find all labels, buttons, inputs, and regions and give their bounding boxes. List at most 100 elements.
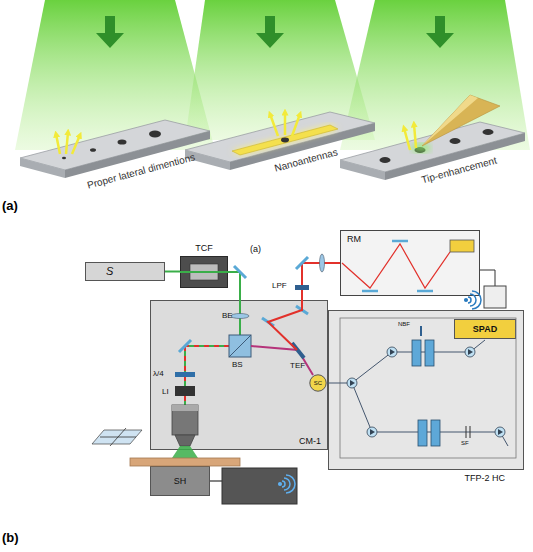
probe-tip: [422, 95, 500, 146]
wireless-symbol: [470, 294, 476, 306]
coupler-circle: SC: [309, 374, 327, 392]
controller-box: [210, 480, 222, 481]
interferometer-interior: [498, 429, 503, 435]
sample-plate: [90, 148, 96, 152]
beam-connector: [302, 263, 340, 300]
lens: [320, 254, 325, 272]
spectrometer-box: RM: [340, 230, 480, 296]
beam-expander: [231, 314, 249, 319]
objective-lens: [175, 435, 195, 446]
emission-arrows: [404, 124, 416, 150]
panel-label: (a): [250, 244, 261, 254]
microscope-box: CM-1: [150, 300, 328, 450]
mirror: [296, 257, 308, 269]
emission-arrows: [270, 114, 278, 136]
probe-tip: [422, 95, 500, 146]
sample-plate: [340, 122, 525, 180]
interferometer-interior: [418, 420, 427, 446]
sample-holder-box: SH: [150, 466, 210, 496]
beam-splitter: [229, 335, 251, 357]
beam-splitter: [229, 335, 251, 357]
node-text: TFP-2 HC: [465, 473, 506, 483]
incident-arrows: [426, 16, 454, 48]
spectrometer-interior: [450, 240, 474, 252]
emission-arrows: [414, 124, 416, 148]
raman-beam: [268, 300, 302, 350]
filter-box: TCF: [180, 256, 228, 288]
controller-box: [210, 468, 297, 504]
incident-arrows: [256, 16, 284, 48]
light-cones: [15, 0, 530, 150]
polarizer: [175, 386, 195, 396]
wireless-symbol: [282, 481, 285, 487]
node-text: SC: [309, 374, 327, 392]
sample-plate: [340, 122, 525, 172]
sample-plate: [340, 160, 385, 180]
sample-plate: [20, 158, 65, 178]
wireless-symbol: [465, 299, 468, 302]
sample-plate: [185, 112, 375, 170]
edge-filter: [292, 343, 304, 358]
interferometer-interior: [367, 427, 377, 437]
long-pass-filter: [295, 285, 309, 290]
sample-plate: [230, 123, 375, 170]
emission-arrows: [292, 114, 300, 136]
wireless-symbol: [468, 297, 471, 303]
light-cones: [340, 0, 530, 150]
emission-arrows: [284, 112, 287, 135]
sample-plate: [450, 138, 461, 144]
xy-stage-symbol: [100, 437, 136, 438]
sample-plate: [415, 147, 426, 153]
laser-beam: [185, 345, 229, 347]
filter-interior: [180, 264, 228, 280]
return-beam: [185, 346, 229, 405]
interferometer-interior: [340, 318, 516, 458]
return-beam: [184, 346, 186, 405]
mirror: [234, 257, 308, 278]
interferometer-interior: [370, 429, 375, 435]
sample-plate: [385, 133, 525, 180]
sample-plate: [185, 112, 375, 162]
probe-tip: [422, 95, 478, 146]
sample-plate: [483, 129, 494, 135]
waveplate: [175, 372, 195, 377]
xy-stage-symbol: [92, 428, 142, 446]
beam-connector: [165, 271, 180, 273]
beam-connector: [228, 272, 240, 300]
incident-arrows: [96, 16, 124, 48]
edge-filter: [292, 343, 304, 358]
long-pass-filter: [295, 285, 309, 290]
mirror: [179, 340, 191, 352]
light-cones: [185, 0, 375, 140]
spectrometer-interior: [362, 290, 378, 293]
camera-box: [484, 286, 506, 308]
emission-arrows: [66, 132, 68, 154]
emission-arrows: [56, 132, 80, 154]
spectrometer-interior: [392, 240, 408, 243]
polarizer: [175, 386, 195, 396]
circle-outline: [310, 375, 326, 391]
sample-stage: [130, 458, 240, 466]
wireless-symbol: [284, 478, 290, 490]
sample-plate: [149, 131, 161, 138]
sample-plate: [65, 131, 210, 178]
objective-lens: [172, 405, 198, 411]
light-source-box: S: [85, 262, 165, 281]
wireless-symbol: [279, 475, 295, 493]
sample-plate: [232, 125, 338, 155]
node-text: SPAD: [455, 320, 515, 338]
interferometer-interior: [420, 326, 422, 336]
interferometer-box: TFP-2 HCSPAD: [328, 310, 524, 470]
wireless-symbol: [472, 291, 481, 309]
camera-box: [480, 270, 506, 308]
node-text: TCF: [181, 243, 227, 253]
lens: [320, 254, 325, 272]
wireless-symbol: [465, 291, 481, 309]
interferometer-interior: [327, 340, 485, 383]
interferometer-interior: [347, 378, 357, 388]
sample-plate: [20, 120, 210, 178]
interferometer-interior: [466, 426, 467, 438]
node-text: SH: [151, 467, 209, 495]
objective-lens: [172, 446, 198, 458]
node-text: RM: [347, 234, 361, 244]
